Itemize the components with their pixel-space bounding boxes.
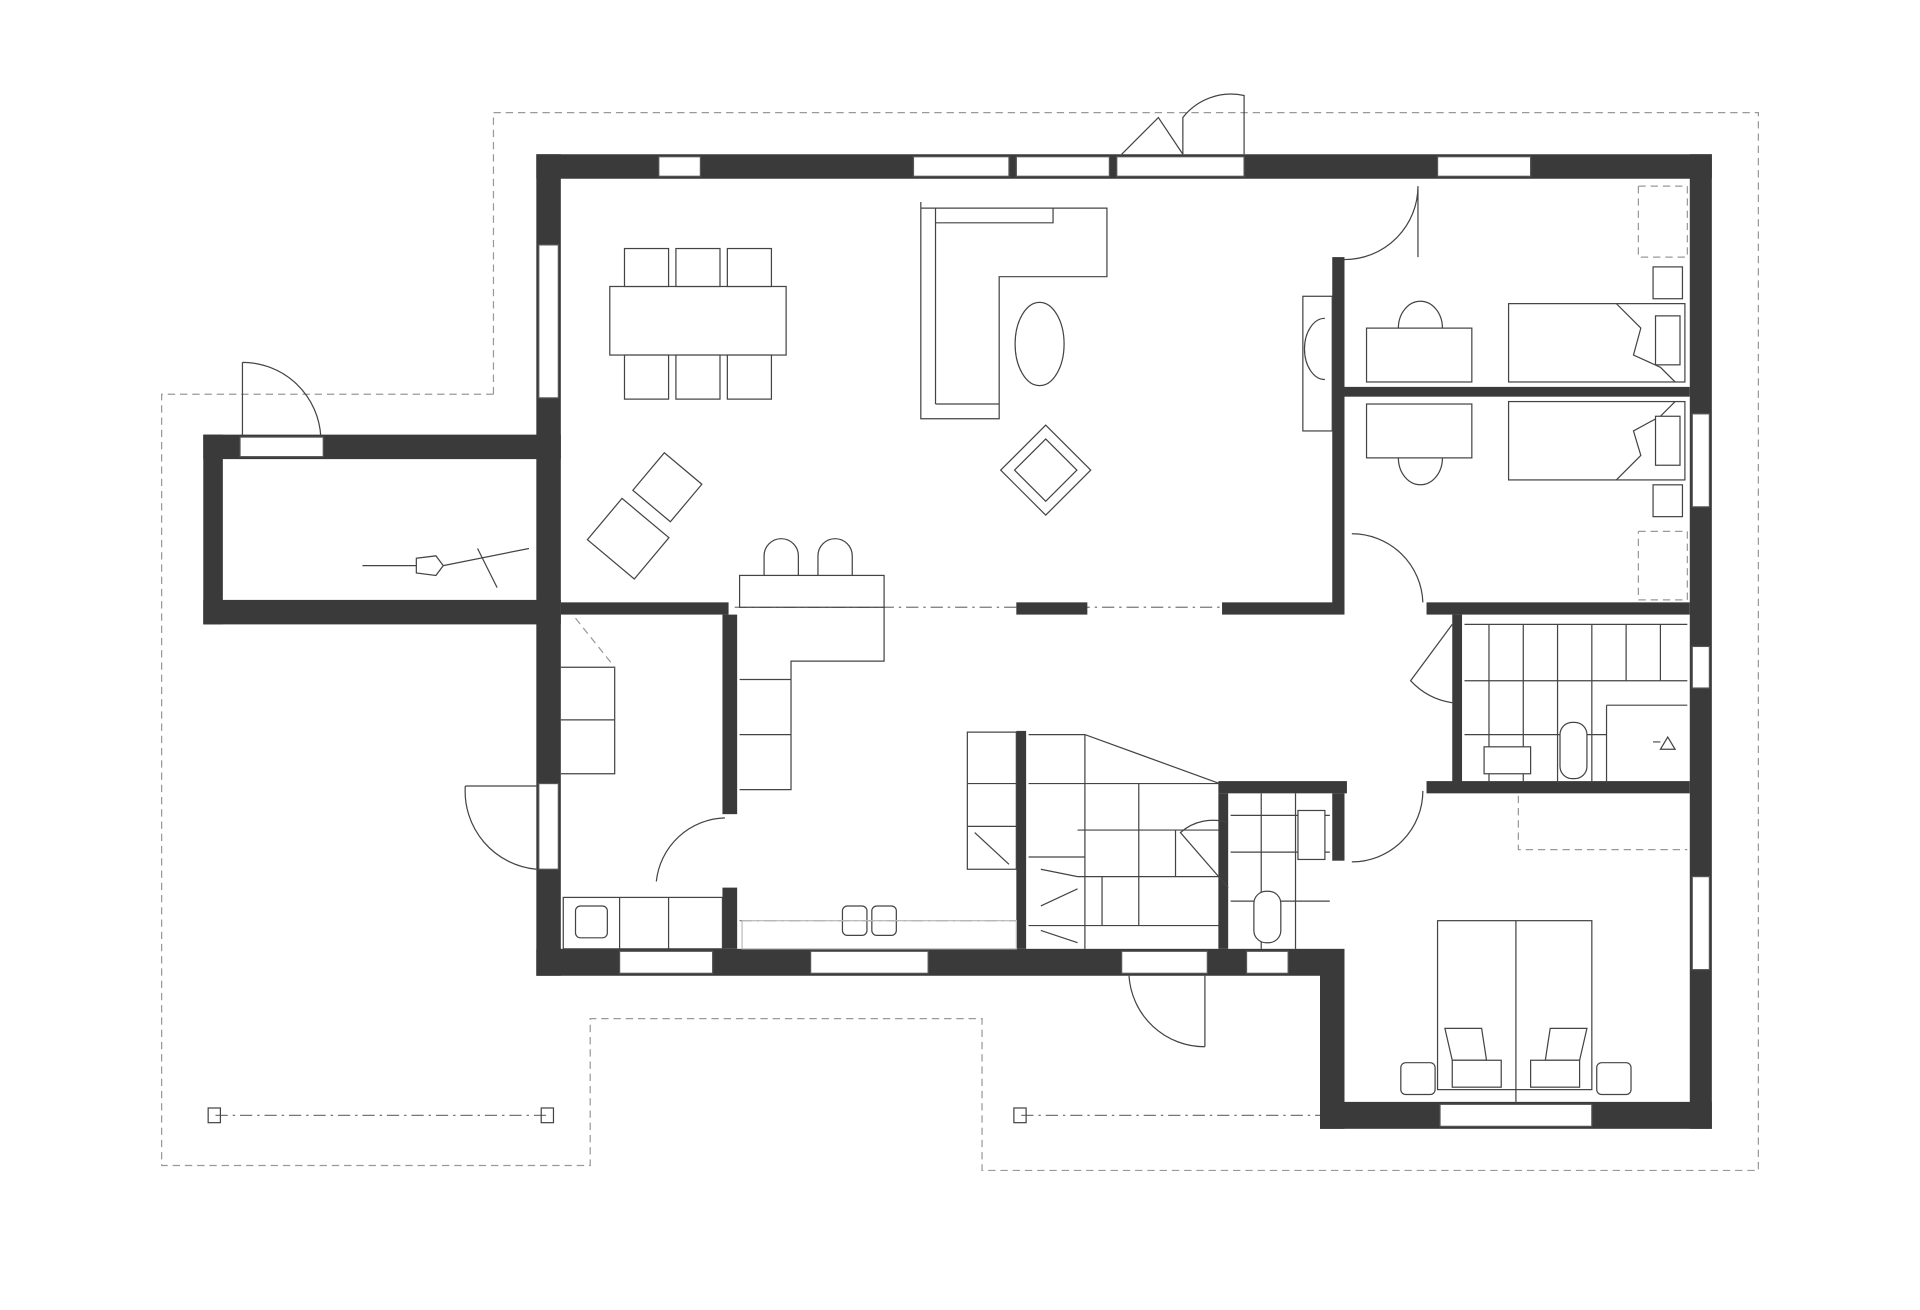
dining-table bbox=[609, 247, 787, 400]
staircase bbox=[966, 731, 1220, 949]
doors bbox=[241, 93, 1453, 1048]
bedroom-1 bbox=[1365, 185, 1688, 383]
bar-counter bbox=[738, 538, 885, 791]
terrace-chair bbox=[362, 547, 530, 588]
bedroom-2 bbox=[1365, 400, 1688, 601]
master-bedroom bbox=[1400, 795, 1688, 1102]
wc bbox=[1230, 793, 1330, 949]
windows bbox=[239, 156, 1710, 1127]
kitchen bbox=[560, 617, 1017, 950]
armchairs bbox=[586, 424, 1092, 580]
sofa bbox=[920, 202, 1108, 420]
fireplace-wall bbox=[1302, 295, 1333, 432]
bathroom bbox=[1464, 623, 1688, 784]
roof-outline bbox=[161, 112, 1759, 1172]
